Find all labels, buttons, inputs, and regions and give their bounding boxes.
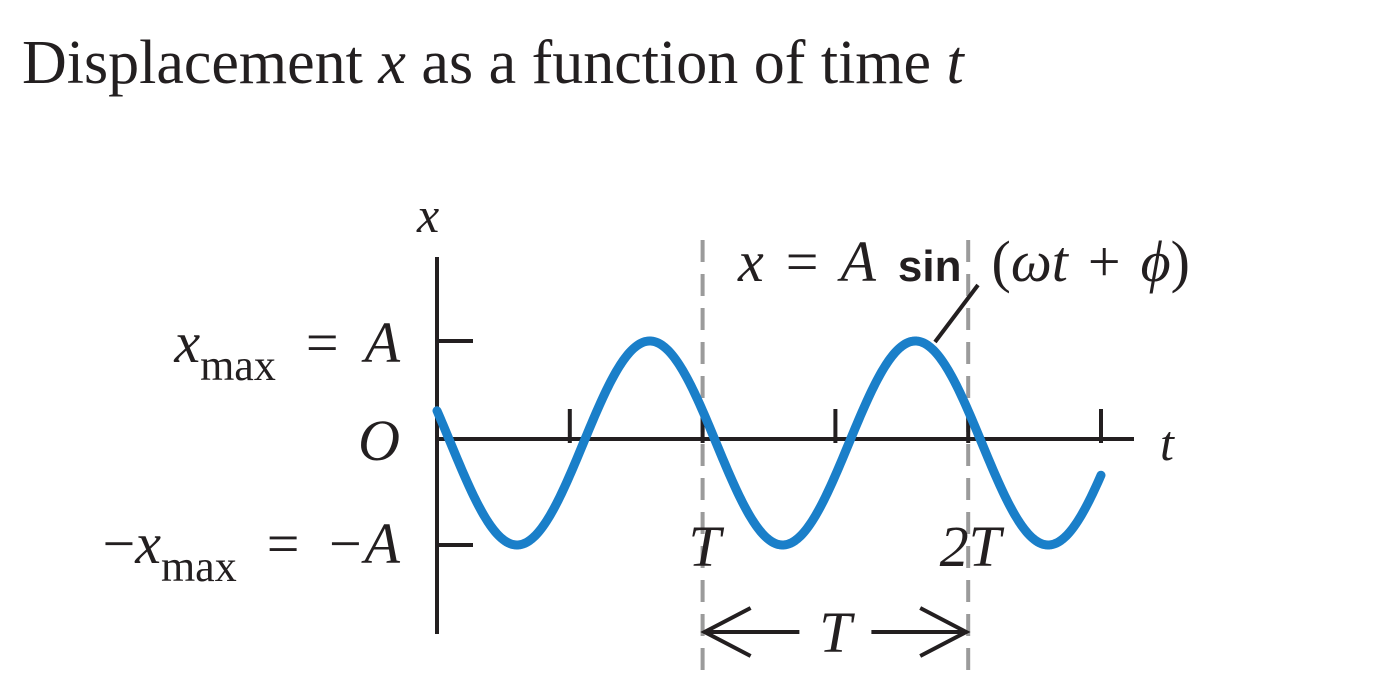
title-middle: as a function of time [406,29,947,97]
x-axis-label: t [1160,415,1175,471]
chart-title: Displacement x as a function of time t [22,29,966,97]
period-label: T [819,600,855,665]
y-axis-label: x [416,187,439,243]
arrow-head-left [700,606,752,658]
period-guides [700,240,971,680]
y-label-min: −xmax=−A [102,511,400,591]
sine-curve [432,336,1106,550]
x-tick-label: 2T [940,514,1005,579]
title-var-x: x [377,29,406,97]
period-arrow: T [700,600,971,665]
title-var-t: t [947,29,966,97]
y-label-max: xmax=A [173,310,400,390]
x-tick-labels: T 2T [688,514,1004,579]
y-label-origin: O [358,408,400,473]
x-tick-label: T [688,514,724,579]
title-prefix: Displacement [22,29,378,97]
equation-leader-line [933,283,980,344]
arrow-head-right [919,606,971,658]
